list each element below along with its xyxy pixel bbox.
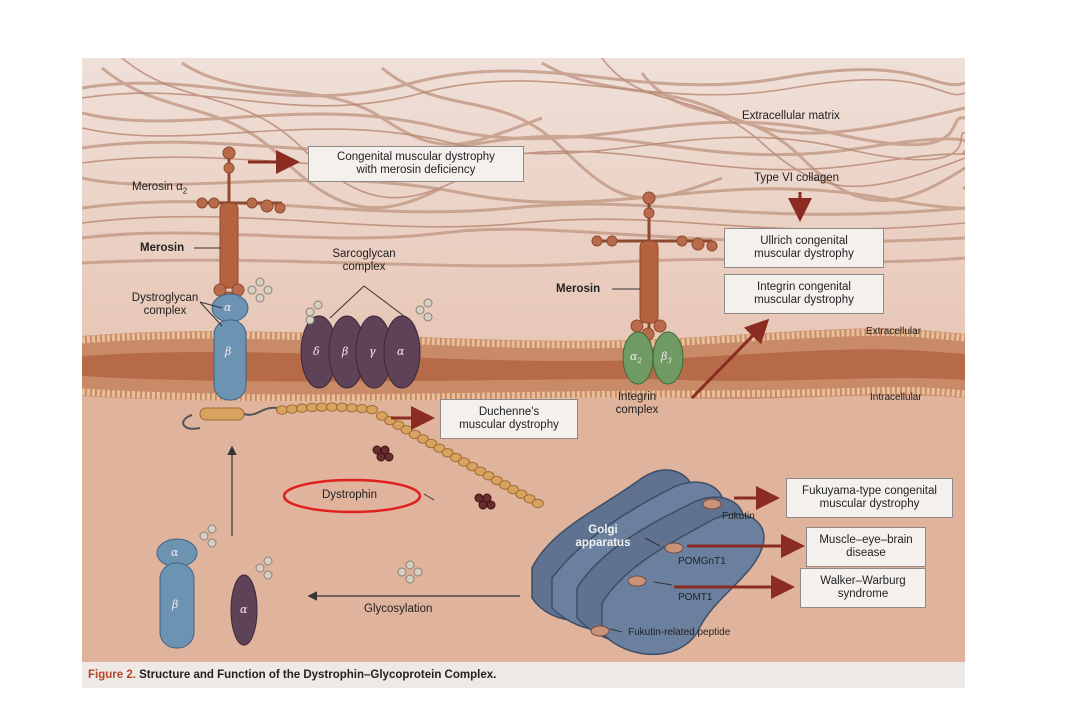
dystrophin-bead <box>490 475 503 486</box>
sugar-chain-icon <box>247 277 273 303</box>
sarcoglycan-complex <box>300 315 421 389</box>
dystrophin-bead <box>441 448 454 458</box>
alpha-dystroglycan-precursor <box>230 574 258 646</box>
dystrophin-bead <box>376 411 388 421</box>
dystrophin-bead <box>466 461 479 472</box>
sarcoglycan-complex-label: Sarcoglycan complex <box>332 248 396 273</box>
merosin-right-label: Merosin <box>556 283 601 295</box>
dystrophin-bead <box>523 494 536 504</box>
dg-beta-label: β <box>225 345 232 358</box>
sg-beta-label: β <box>342 345 349 358</box>
dystrophin-bead <box>306 402 318 413</box>
fukutin-label: Fukutin <box>722 511 755 522</box>
dystrophin-bead <box>366 404 378 415</box>
dystrophin-bead <box>531 498 544 509</box>
dystrophin-chain <box>182 406 278 430</box>
dystrophin-bead <box>425 438 438 449</box>
leader-lines <box>194 247 673 633</box>
dystrophin-bead <box>507 484 520 495</box>
dystrophin-bead <box>515 489 528 499</box>
dystrophin-bead <box>276 405 288 415</box>
dystrophin-beads <box>276 402 544 509</box>
dystroglycan-complex-label: Dystroglycan complex <box>131 292 199 317</box>
integrin-alpha2-label: α2 <box>630 350 642 366</box>
integrin-complex <box>622 331 684 385</box>
intracellular-label: Intracellular <box>870 392 922 403</box>
dystrophin-bead <box>417 434 429 444</box>
golgi-apparatus <box>531 469 765 656</box>
dystrophin-bead <box>499 480 511 490</box>
dystrophin-bead <box>346 403 358 413</box>
disease-arrows <box>248 150 812 599</box>
pomgnt1-label: POMGnT1 <box>678 556 726 567</box>
merosin-alpha2-label: Merosin α2 <box>132 181 188 196</box>
dystrophin-bead <box>482 471 495 481</box>
glycosylation-label: Glycosylation <box>364 603 433 615</box>
precursor-alpha2-label: α <box>240 603 248 616</box>
dystrophin-label: Dystrophin <box>322 489 377 501</box>
dystroglycan-precursor <box>156 538 198 649</box>
type6-collagen-label: Type VI collagen <box>754 172 840 184</box>
dystrophin-bead <box>356 403 368 414</box>
golgi-apparatus-label: Golgi apparatus <box>575 524 631 549</box>
dystrophin-bead <box>286 404 298 414</box>
dystrophin-bead <box>474 466 487 476</box>
dystrophin-bead <box>392 420 405 430</box>
actin-binding-icon <box>372 445 496 510</box>
dystrophin-bead <box>336 402 348 412</box>
figure-caption: Figure 2. Structure and Function of the … <box>82 662 965 688</box>
dystrophin-bead <box>458 457 470 467</box>
extracellular-label: Extracellular <box>866 326 922 337</box>
dystroglycan-complex <box>211 293 249 401</box>
fukutin-related-peptide-label: Fukutin-related peptide <box>628 627 731 638</box>
integrin-beta3-label: β3 <box>661 350 672 366</box>
merosin-left-label: Merosin <box>140 242 185 254</box>
enzyme-markers <box>590 498 722 637</box>
dystrophin-bead <box>408 429 421 440</box>
dystrophin-bead <box>433 443 446 453</box>
merosin-right <box>591 191 718 341</box>
figure-panel: α β δ β γ α α2 β3 α β α Extracellular ma… <box>82 58 965 688</box>
pomt1-label: POMT1 <box>678 592 713 603</box>
extracellular-matrix-label: Extracellular matrix <box>742 110 840 122</box>
dystrophin-bead <box>326 402 338 412</box>
dg-alpha-label: α <box>224 301 232 314</box>
sugar-chain-icon <box>199 524 423 584</box>
dystrophin-bead <box>316 402 328 412</box>
sugar-chain-icon <box>305 298 433 325</box>
sg-gamma-label: γ <box>369 345 376 358</box>
sg-delta-label: δ <box>313 345 320 358</box>
integrin-complex-label: Integrin complex <box>615 391 659 416</box>
process-arrows <box>227 445 520 601</box>
sg-alpha-label: α <box>397 345 405 358</box>
dystrophin-bead <box>449 452 462 463</box>
dystrophin-bead <box>296 403 308 413</box>
dystrophin-highlight-ellipse <box>282 478 422 514</box>
precursor-beta-label: β <box>172 598 179 611</box>
precursor-alpha-label: α <box>171 546 179 559</box>
